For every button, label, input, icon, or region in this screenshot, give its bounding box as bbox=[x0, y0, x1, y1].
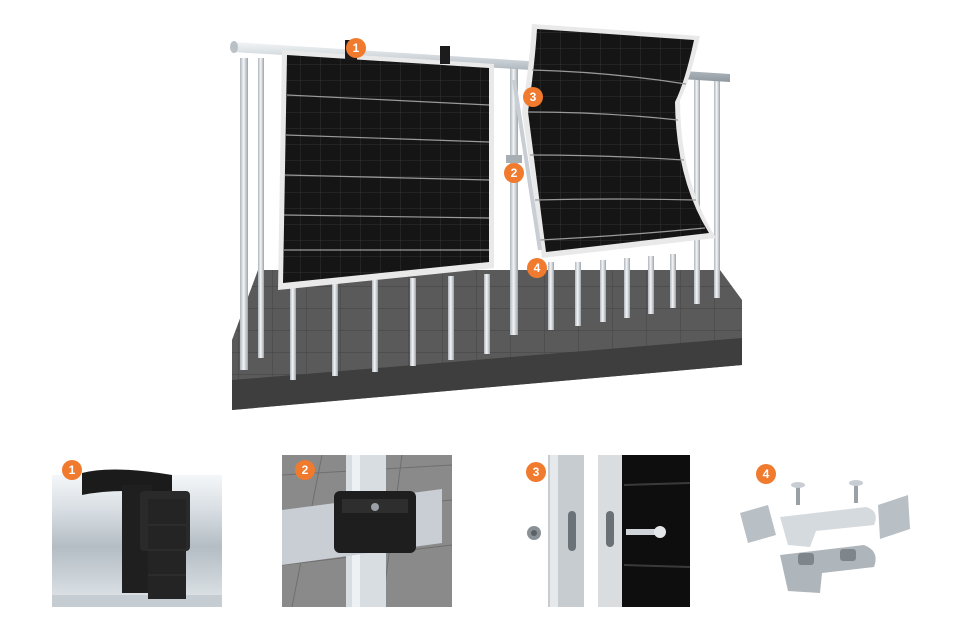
detail-strap-mount bbox=[52, 455, 222, 607]
callout-badge-3: 3 bbox=[523, 87, 543, 107]
detail-badge-4: 4 bbox=[756, 464, 776, 484]
balcony-scene bbox=[230, 24, 742, 410]
detail-badge-2: 2 bbox=[295, 460, 315, 480]
callout-badge-4: 4 bbox=[527, 258, 547, 278]
detail-badge-1: 1 bbox=[62, 460, 82, 480]
solar-panel-left bbox=[278, 40, 494, 290]
callout-badge-1: 1 bbox=[346, 38, 366, 58]
detail-badge-3: 3 bbox=[526, 462, 546, 482]
floor-edge bbox=[232, 338, 742, 410]
balcony-illustration bbox=[230, 24, 742, 410]
callout-badge-2: 2 bbox=[504, 163, 524, 183]
railing-posts bbox=[240, 58, 720, 380]
solar-panel-right bbox=[506, 24, 716, 258]
detail-bolt-slot bbox=[520, 455, 690, 607]
